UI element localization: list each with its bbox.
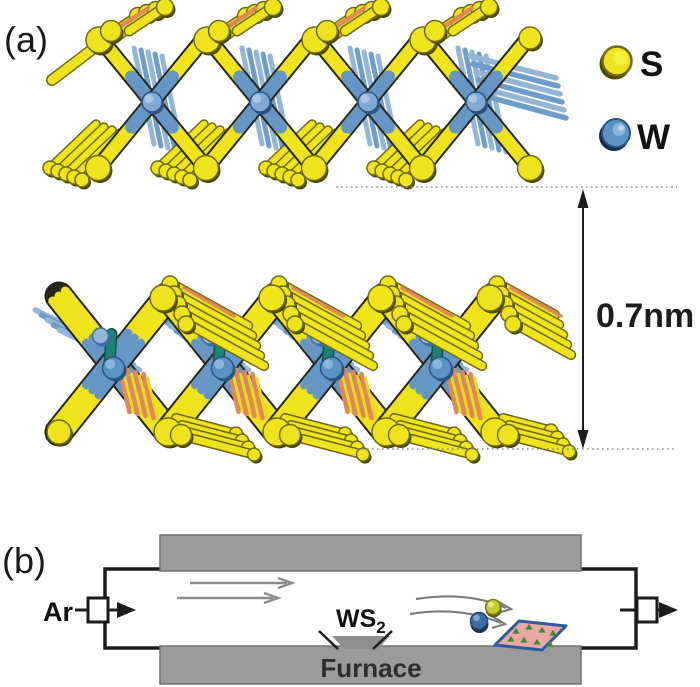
panel-b-label: (b) bbox=[2, 540, 46, 581]
flow-arrows bbox=[177, 576, 296, 605]
inlet-arrowhead bbox=[117, 602, 136, 618]
flow-arrowhead-1 bbox=[277, 576, 296, 590]
argon-gas-label: Ar bbox=[43, 597, 73, 627]
ws2-source-label: WS2 bbox=[336, 605, 386, 637]
interlayer-spacing-value: 0.7nm bbox=[596, 297, 694, 335]
dimension-arrowhead-down bbox=[577, 430, 589, 449]
furnace-top-block bbox=[159, 534, 582, 572]
ws2-source-subscript: 2 bbox=[376, 618, 385, 637]
ws2-source-main: WS bbox=[336, 605, 376, 633]
sulfur-ball-highlight bbox=[612, 50, 628, 65]
tungsten-molecule-ball bbox=[469, 611, 489, 633]
ws2-flake bbox=[525, 623, 533, 630]
boat-rim-right bbox=[372, 630, 393, 650]
sulfur-molecule bbox=[484, 598, 502, 616]
ws2-crystal-layer-top bbox=[42, 0, 569, 190]
tungsten-legend-ball bbox=[599, 118, 631, 151]
vapor-arrow-2 bbox=[409, 610, 502, 625]
dimension-arrowhead-up bbox=[577, 189, 589, 208]
ws2-crystal-layer-bottom bbox=[32, 275, 578, 464]
cvd-schematic: Ar WS2 bbox=[43, 534, 678, 685]
tungsten-molecule bbox=[469, 611, 489, 631]
outlet-port bbox=[635, 596, 659, 624]
ws2-flake bbox=[520, 636, 528, 643]
ws2-flake bbox=[533, 638, 541, 645]
furnace-label: Furnace bbox=[320, 653, 421, 683]
legend: S W bbox=[599, 45, 670, 157]
tungsten-molecule-highlight bbox=[473, 614, 480, 622]
interlayer-dimension: 0.7nm bbox=[336, 186, 694, 450]
tungsten-legend-label: W bbox=[637, 118, 670, 157]
vapor-arrowhead-2 bbox=[491, 615, 508, 630]
sulfur-molecule-highlight bbox=[488, 601, 494, 608]
flow-arrowhead-2 bbox=[263, 591, 282, 605]
furnace-bottom-block bbox=[159, 645, 582, 685]
vapor-arrowhead-1 bbox=[497, 600, 514, 615]
sulfur-molecule-ball bbox=[484, 598, 502, 618]
ws2-flake bbox=[507, 635, 515, 642]
tungsten-ball-glint bbox=[618, 125, 624, 131]
boat-rim-left bbox=[318, 630, 339, 650]
outlet-arrowhead bbox=[659, 602, 678, 618]
panel-a-label: (a) bbox=[4, 19, 48, 60]
sulfur-legend-label: S bbox=[640, 45, 663, 84]
ws2-flake bbox=[549, 629, 557, 636]
ws2-flakes bbox=[507, 623, 557, 647]
ws2-flake bbox=[512, 627, 520, 634]
ws2-flake bbox=[538, 626, 546, 633]
growth-substrate bbox=[493, 619, 568, 652]
ws2-flake bbox=[546, 640, 554, 647]
sulfur-legend-ball bbox=[599, 45, 633, 80]
inlet-port bbox=[86, 596, 110, 624]
